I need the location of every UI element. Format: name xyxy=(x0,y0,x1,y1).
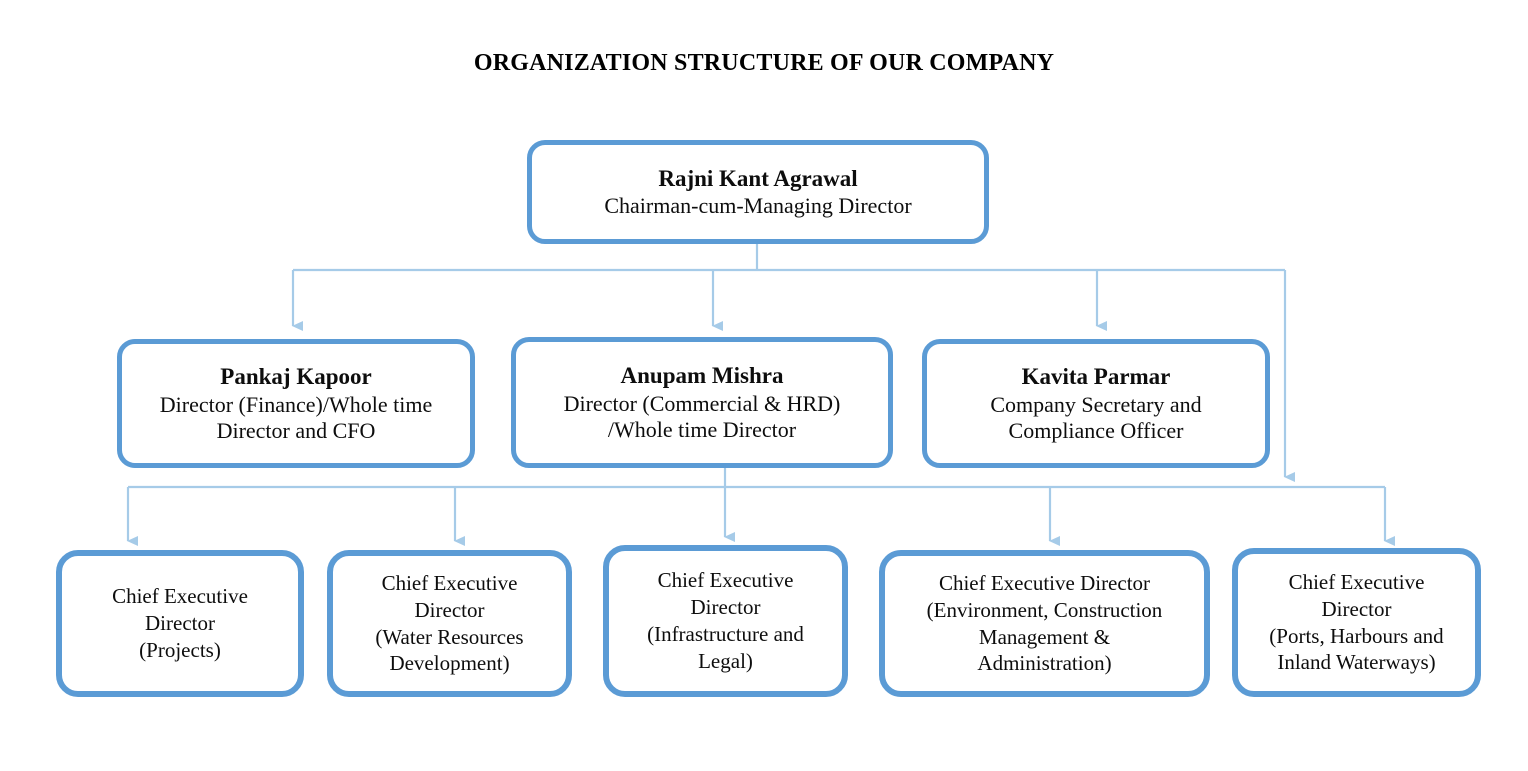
node-role-line-3: (Infrastructure and xyxy=(647,622,804,646)
node-role-line-2: Director xyxy=(414,597,485,622)
node-role-line-1: Director (Commercial & HRD) xyxy=(563,390,841,416)
node-name: Rajni Kant Agrawal xyxy=(658,165,858,191)
node-chairman-managing-director[interactable]: Rajni Kant Agrawal Chairman-cum-Managing… xyxy=(527,140,989,244)
node-role-line-2: Director xyxy=(1321,596,1392,621)
node-role-line-4: Administration) xyxy=(977,651,1112,676)
node-role-line-2: /Whole time Director xyxy=(607,416,797,442)
node-ced-ports-harbours[interactable]: Chief Executive Director (Ports, Harbour… xyxy=(1232,548,1481,697)
node-role-line-4: Legal) xyxy=(698,648,753,673)
node-role: Chairman-cum-Managing Director xyxy=(604,193,912,219)
node-role-line-1: Chief Executive xyxy=(381,570,518,595)
node-role-line-4: Development) xyxy=(389,651,510,676)
node-ced-environment-construction[interactable]: Chief Executive Director (Environment, C… xyxy=(879,550,1210,697)
node-role-line-1: Company Secretary and xyxy=(990,391,1202,417)
node-role-line-2: Director and CFO xyxy=(216,417,376,443)
node-role-line-3: (Projects) xyxy=(139,637,221,662)
node-role-line-1: Chief Executive xyxy=(657,568,794,593)
page-title: ORGANIZATION STRUCTURE OF OUR COMPANY xyxy=(473,50,1055,76)
node-role-line-4: Inland Waterways) xyxy=(1277,650,1436,675)
node-name: Anupam Mishra xyxy=(620,363,784,389)
node-name: Pankaj Kapoor xyxy=(220,364,372,390)
node-director-commercial-hrd[interactable]: Anupam Mishra Director (Commercial & HRD… xyxy=(511,337,893,468)
node-role-line-3: (Water Resources xyxy=(375,624,524,649)
node-role-line-2: Compliance Officer xyxy=(1008,417,1184,443)
node-ced-water-resources[interactable]: Chief Executive Director (Water Resource… xyxy=(327,550,572,697)
node-role-line-1: Director (Finance)/Whole time xyxy=(159,391,433,417)
node-role-line-2: (Environment, Construction xyxy=(926,597,1163,622)
node-role-line-1: Chief Executive xyxy=(1288,569,1425,594)
node-director-finance[interactable]: Pankaj Kapoor Director (Finance)/Whole t… xyxy=(117,339,475,468)
node-ced-infrastructure-legal[interactable]: Chief Executive Director (Infrastructure… xyxy=(603,545,848,697)
node-role-line-1: Chief Executive Director xyxy=(938,570,1151,595)
node-role-line-2: Director xyxy=(690,595,761,620)
node-role-line-1: Chief Executive xyxy=(112,584,248,609)
node-company-secretary[interactable]: Kavita Parmar Company Secretary and Comp… xyxy=(922,339,1270,468)
node-name: Kavita Parmar xyxy=(1021,364,1171,390)
node-role-line-2: Director xyxy=(145,611,215,636)
node-ced-projects[interactable]: Chief Executive Director (Projects) xyxy=(56,550,304,697)
node-role-line-3: Management & xyxy=(978,624,1111,649)
node-role-line-3: (Ports, Harbours and xyxy=(1269,623,1444,648)
